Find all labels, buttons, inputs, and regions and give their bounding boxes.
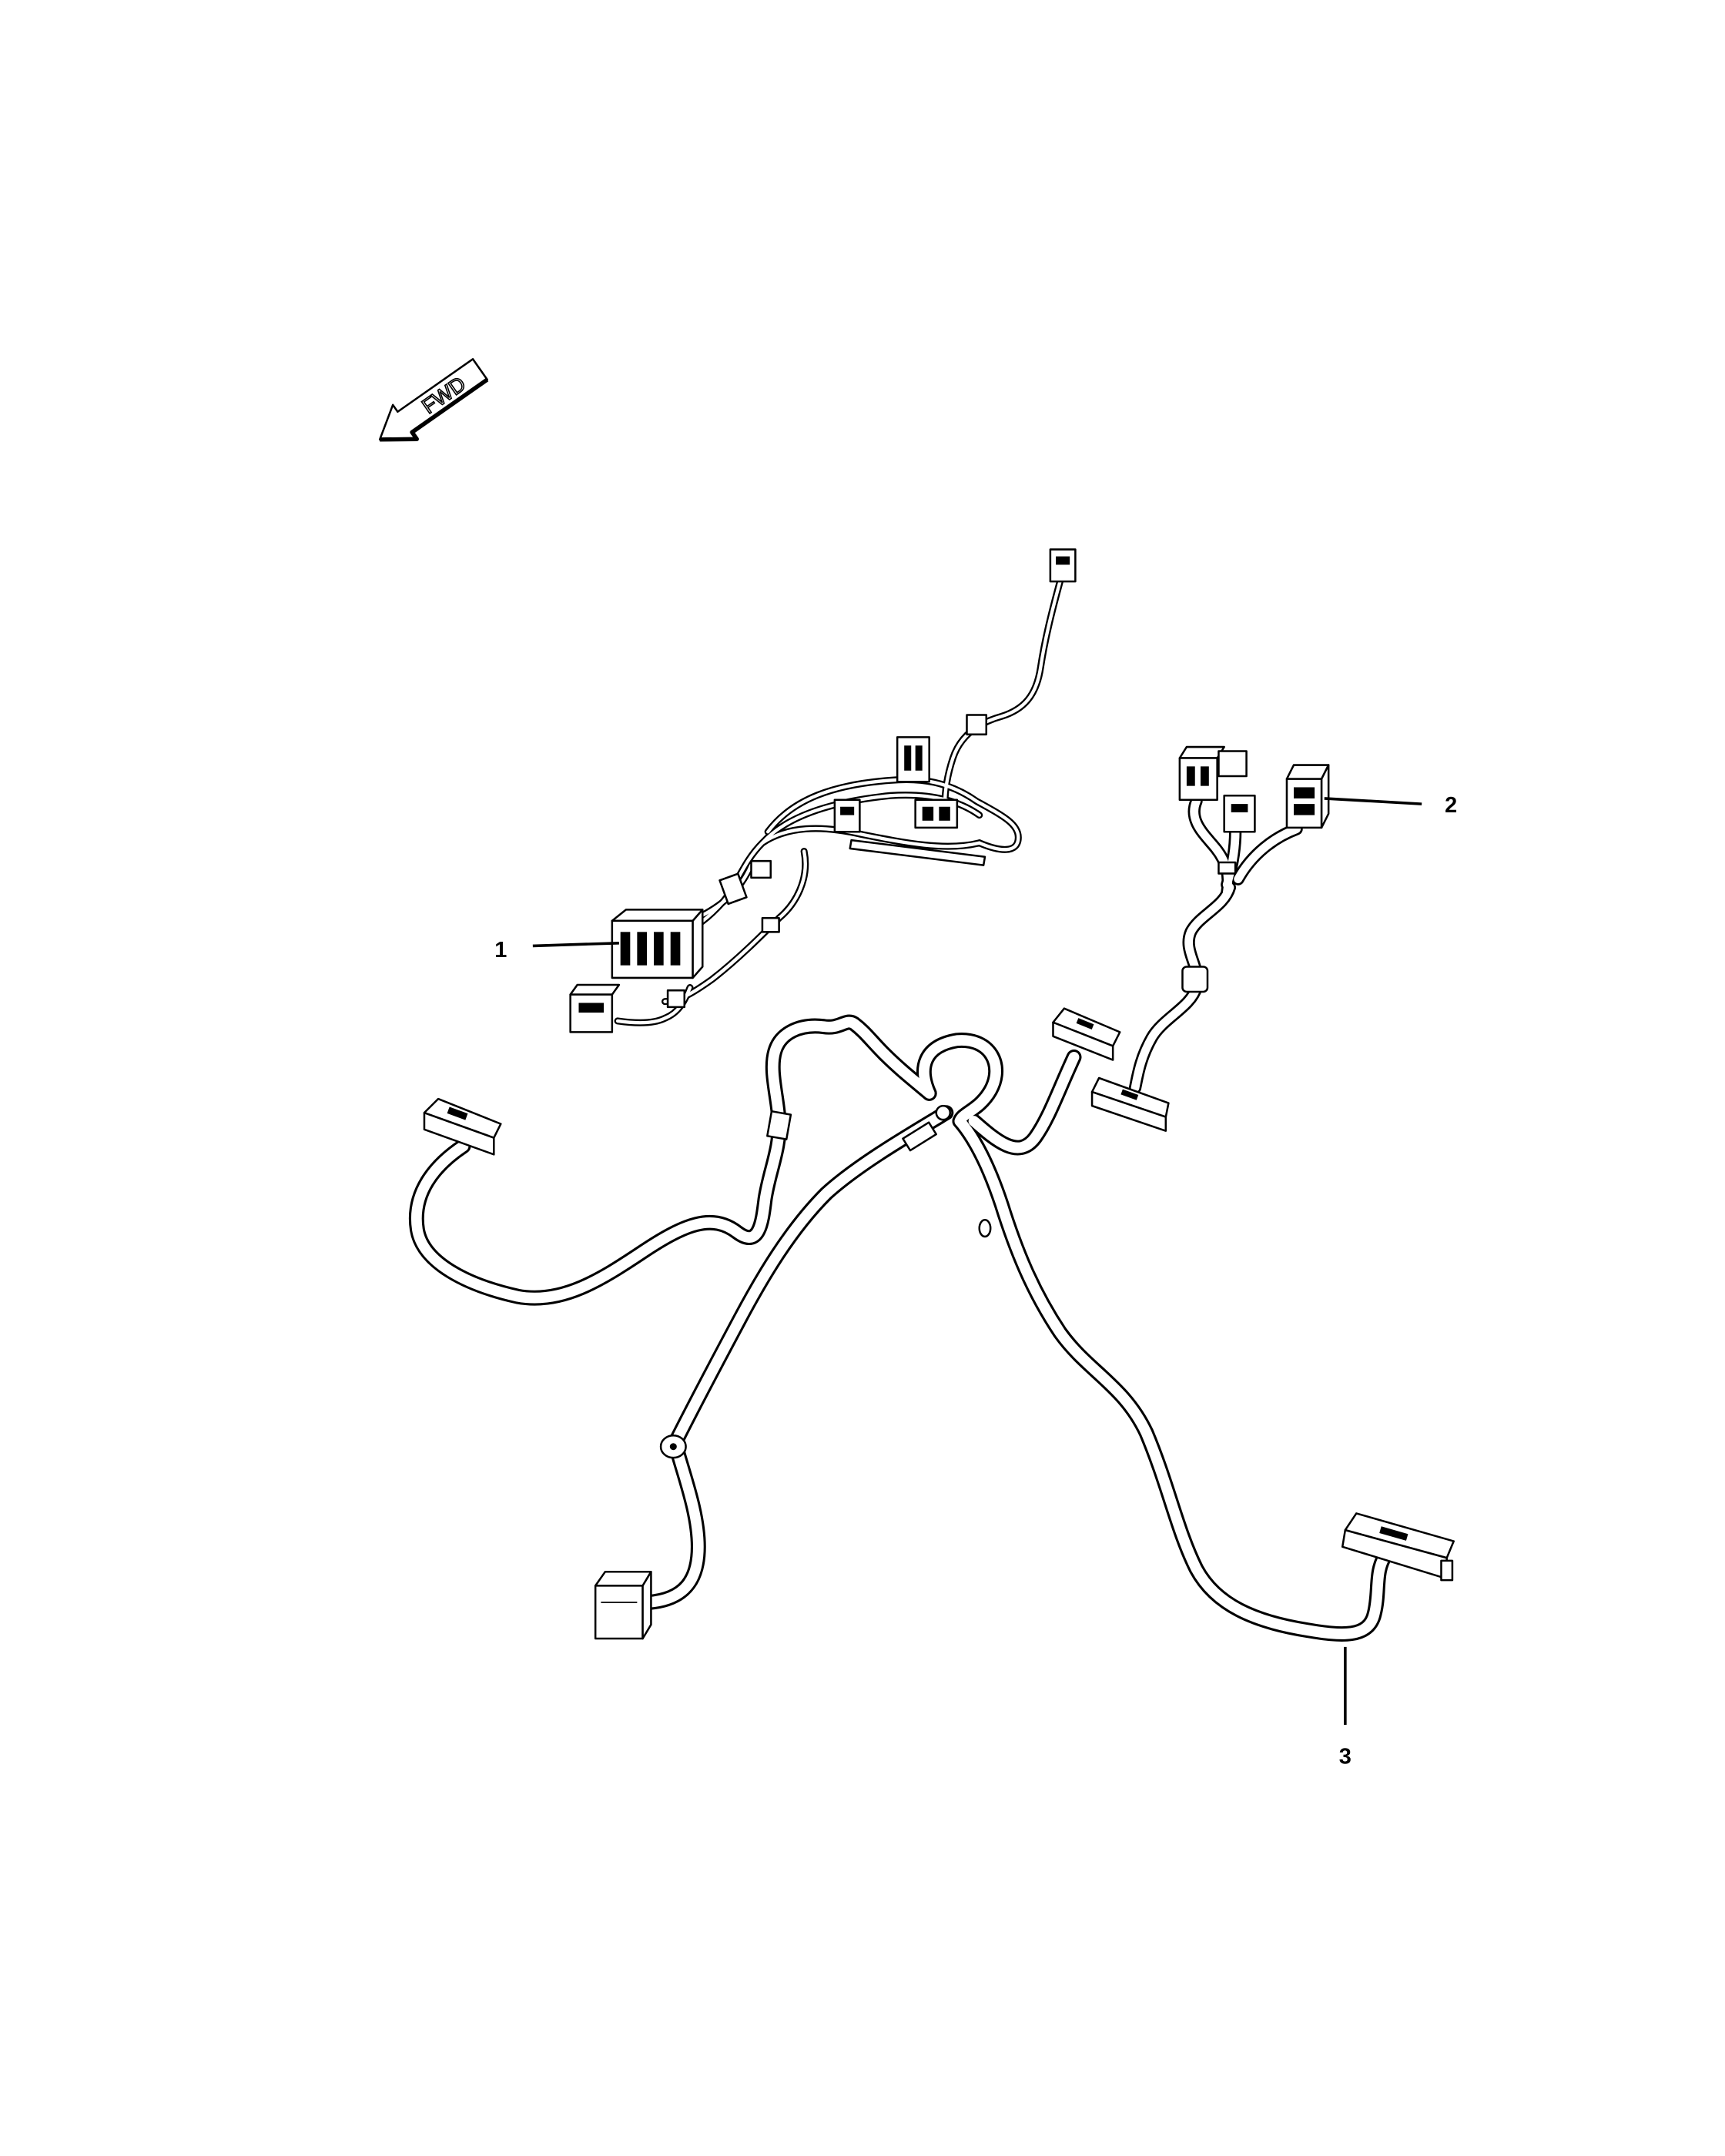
connector-front-face	[423, 1111, 495, 1156]
connector-front-face	[1090, 1090, 1167, 1132]
connector-slot	[1186, 766, 1195, 786]
callout-2-leader	[1324, 797, 1422, 805]
connector-side-face	[641, 1571, 652, 1640]
callout-3-label[interactable]: 3	[1339, 1745, 1352, 1769]
connector-slot	[904, 745, 912, 771]
harness-3-lower-left-connector	[594, 1571, 652, 1640]
connector-top-face	[569, 983, 621, 996]
callout-2[interactable]: 2	[1324, 793, 1457, 818]
connector-latch	[447, 1106, 468, 1120]
connector-slot	[1294, 787, 1315, 798]
connector-top-face	[611, 909, 704, 922]
harness-3-clip-diagonal	[902, 1121, 937, 1152]
connector-slot	[1200, 766, 1209, 786]
harness-3	[417, 1007, 1455, 1640]
harness-1-top-connector	[1049, 548, 1077, 583]
harness-3-clip-junction	[935, 1104, 952, 1121]
harness-3-main-trunk-outline	[960, 1121, 1385, 1634]
connector-front-face	[1052, 1021, 1114, 1061]
connector-slot	[922, 806, 934, 821]
harness-3-diagonal-branch-outline	[676, 1113, 946, 1441]
connector-front-face	[569, 993, 614, 1033]
harness-3-left-branch-outline	[417, 1022, 929, 1297]
connector-top-face	[594, 1571, 652, 1587]
harness-3-grommet-hole	[669, 1443, 677, 1451]
callout-1[interactable]: 1	[494, 938, 619, 962]
harness-3-main-trunk-fill	[960, 1121, 1385, 1634]
harness-1-mid-connector	[896, 736, 930, 783]
harness-1-top-lead-outline	[945, 581, 1060, 821]
connector-slot	[840, 806, 855, 815]
connector-slot	[915, 745, 923, 771]
harness-1-clip	[750, 859, 772, 879]
connector-side-face	[1320, 764, 1330, 829]
harness-1-top-lead-fill	[945, 581, 1060, 821]
callout-1-leader	[532, 941, 619, 948]
harness-1-bracket-small	[966, 714, 988, 736]
harness-2	[1090, 745, 1330, 1132]
connector-slot	[1231, 804, 1248, 812]
connector-slot	[637, 932, 647, 966]
connector-slot	[620, 932, 631, 966]
harness-1-clip	[761, 916, 780, 933]
harness-1-bracket-bar	[849, 839, 986, 866]
connector-latch	[1076, 1018, 1094, 1029]
connector-top-face	[1178, 745, 1225, 759]
connector-slot	[654, 932, 664, 966]
connector-body	[896, 736, 930, 783]
connector-side-face	[692, 909, 704, 979]
connector-latch	[1379, 1526, 1408, 1541]
connector-body	[1049, 548, 1077, 583]
harness-3-diagonal-branch-fill	[676, 1113, 946, 1441]
connector-side-piece	[1218, 750, 1248, 778]
connector-front-face	[594, 1585, 644, 1640]
connector-latch	[1120, 1089, 1139, 1100]
harness-3-clip-upper	[766, 1110, 792, 1140]
connector-body	[1223, 795, 1256, 833]
harness-3-hanging-clip	[978, 1218, 992, 1238]
harness-1-cluster-connector-b	[914, 798, 959, 829]
connector-slot	[578, 1003, 604, 1013]
harness-1-main-connector	[611, 909, 704, 979]
connector-slot	[670, 932, 681, 966]
connector-slot	[1056, 556, 1070, 565]
connector-front-face	[1178, 757, 1218, 801]
harness-1	[569, 548, 1077, 1033]
harness-2-clip	[1181, 966, 1209, 993]
harness-1-clip	[718, 872, 748, 906]
connector-body	[914, 798, 959, 829]
harness-1-cluster-connector-a	[833, 798, 861, 833]
connector-front-face	[1285, 778, 1323, 829]
harness-3-upper-left-connector	[423, 1097, 502, 1156]
harness-2-clip-small	[1218, 861, 1237, 875]
harness-2-lower-connector	[1090, 1076, 1170, 1132]
forward-direction-arrow: FWD	[378, 358, 489, 442]
harness-2-connector-c	[1285, 764, 1330, 829]
connector-slot	[1294, 804, 1315, 815]
harness-1-clip	[666, 989, 686, 1009]
harness-2-connector-a	[1178, 745, 1248, 801]
arrow-shadow-edge	[380, 377, 489, 442]
callout-1-label[interactable]: 1	[494, 938, 507, 962]
harness-3-lower-right-connector	[1341, 1512, 1455, 1582]
connector-slot	[939, 806, 950, 821]
harness-3-right-connector	[1052, 1007, 1121, 1061]
connector-tab	[1440, 1559, 1454, 1582]
connector-body	[833, 798, 861, 833]
callout-3[interactable]: 3	[1339, 1646, 1352, 1769]
harness-1-small-connector	[569, 983, 621, 1033]
callout-2-label[interactable]: 2	[1445, 793, 1457, 818]
harness-2-connector-b	[1223, 795, 1256, 833]
harness-3-left-branch-fill	[417, 1022, 929, 1297]
harness-2-branch-c-fill	[1238, 829, 1297, 879]
